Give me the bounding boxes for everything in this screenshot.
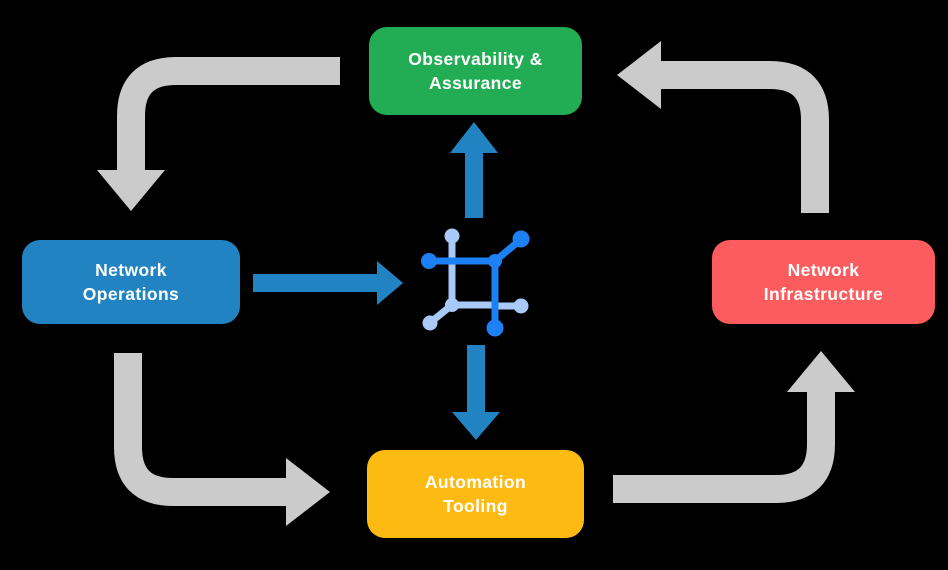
arrow-center-to-observability [450, 122, 498, 218]
node-observability-assurance-label: Observability & Assurance [408, 48, 543, 94]
arrow-infrastructure-to-observability [617, 41, 829, 213]
node-network-infrastructure: Network Infrastructure [712, 240, 935, 324]
node-automation-tooling-label: Automation Tooling [424, 471, 527, 517]
arrow-center-to-automation [452, 345, 500, 440]
arrow-automation-to-infrastructure [613, 351, 855, 503]
network-mesh-icon [421, 228, 530, 337]
arrow-operations-to-automation [114, 353, 330, 526]
arrow-operations-to-center [253, 261, 403, 305]
node-observability-assurance: Observability & Assurance [369, 27, 582, 115]
arrow-observability-to-operations [97, 57, 340, 211]
node-automation-tooling: Automation Tooling [367, 450, 584, 538]
node-network-operations: Network Operations [22, 240, 240, 324]
network-mesh-icon-dark [421, 230, 530, 337]
node-network-operations-label: Network Operations [82, 259, 180, 305]
network-mesh-icon-light [422, 228, 529, 331]
node-network-infrastructure-label: Network Infrastructure [763, 259, 884, 305]
